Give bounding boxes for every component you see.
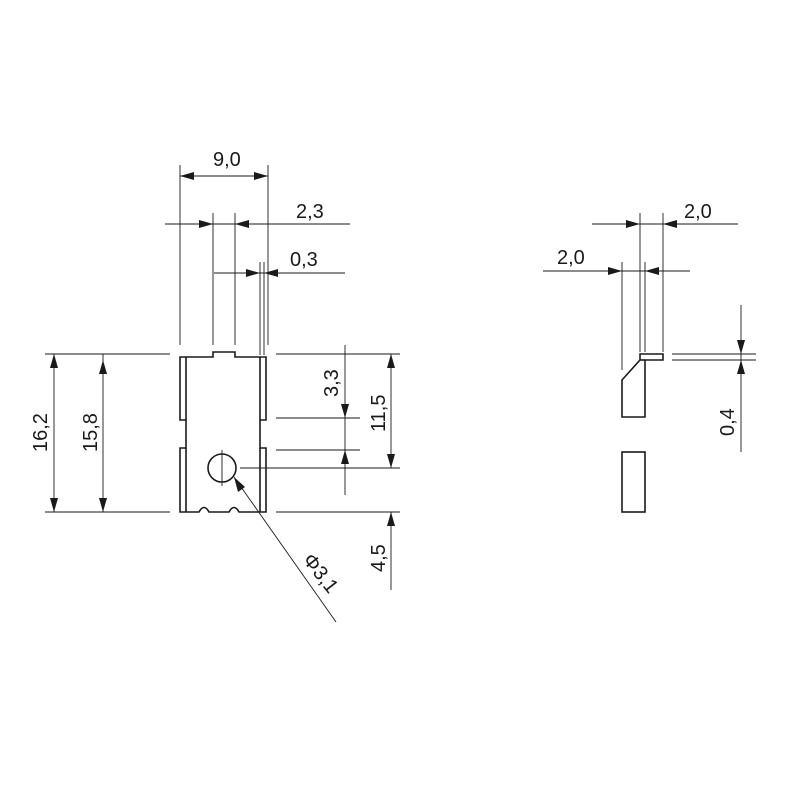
dim-height-overall: 16,2: [30, 413, 52, 452]
dim-hole-height: 11,5: [368, 395, 390, 432]
side-view-part: [621, 353, 664, 513]
dim-width-overall: 9,0: [213, 149, 241, 171]
side-view-dimensions: 2,0 2,0 0,4: [543, 201, 756, 452]
dim-hole-diameter: Φ3,1: [298, 550, 342, 598]
dim-lip-width: 2,0: [684, 201, 712, 223]
dim-thickness: 0,4: [717, 408, 739, 436]
dim-bottom-height: 4,5: [368, 544, 390, 572]
front-view-part: [179, 351, 267, 513]
dim-flange-width: 2,0: [557, 247, 585, 269]
dim-tab-offset: 2,3: [296, 201, 324, 223]
front-view-dimensions: 9,0 2,3 0,3 16,2 15,8 3,3 11,5 4,5 Φ3,1: [30, 149, 400, 623]
dim-tab-thickness: 0,3: [290, 249, 318, 271]
dim-height-body: 15,8: [80, 413, 102, 452]
dim-tab-height: 3,3: [321, 369, 343, 397]
